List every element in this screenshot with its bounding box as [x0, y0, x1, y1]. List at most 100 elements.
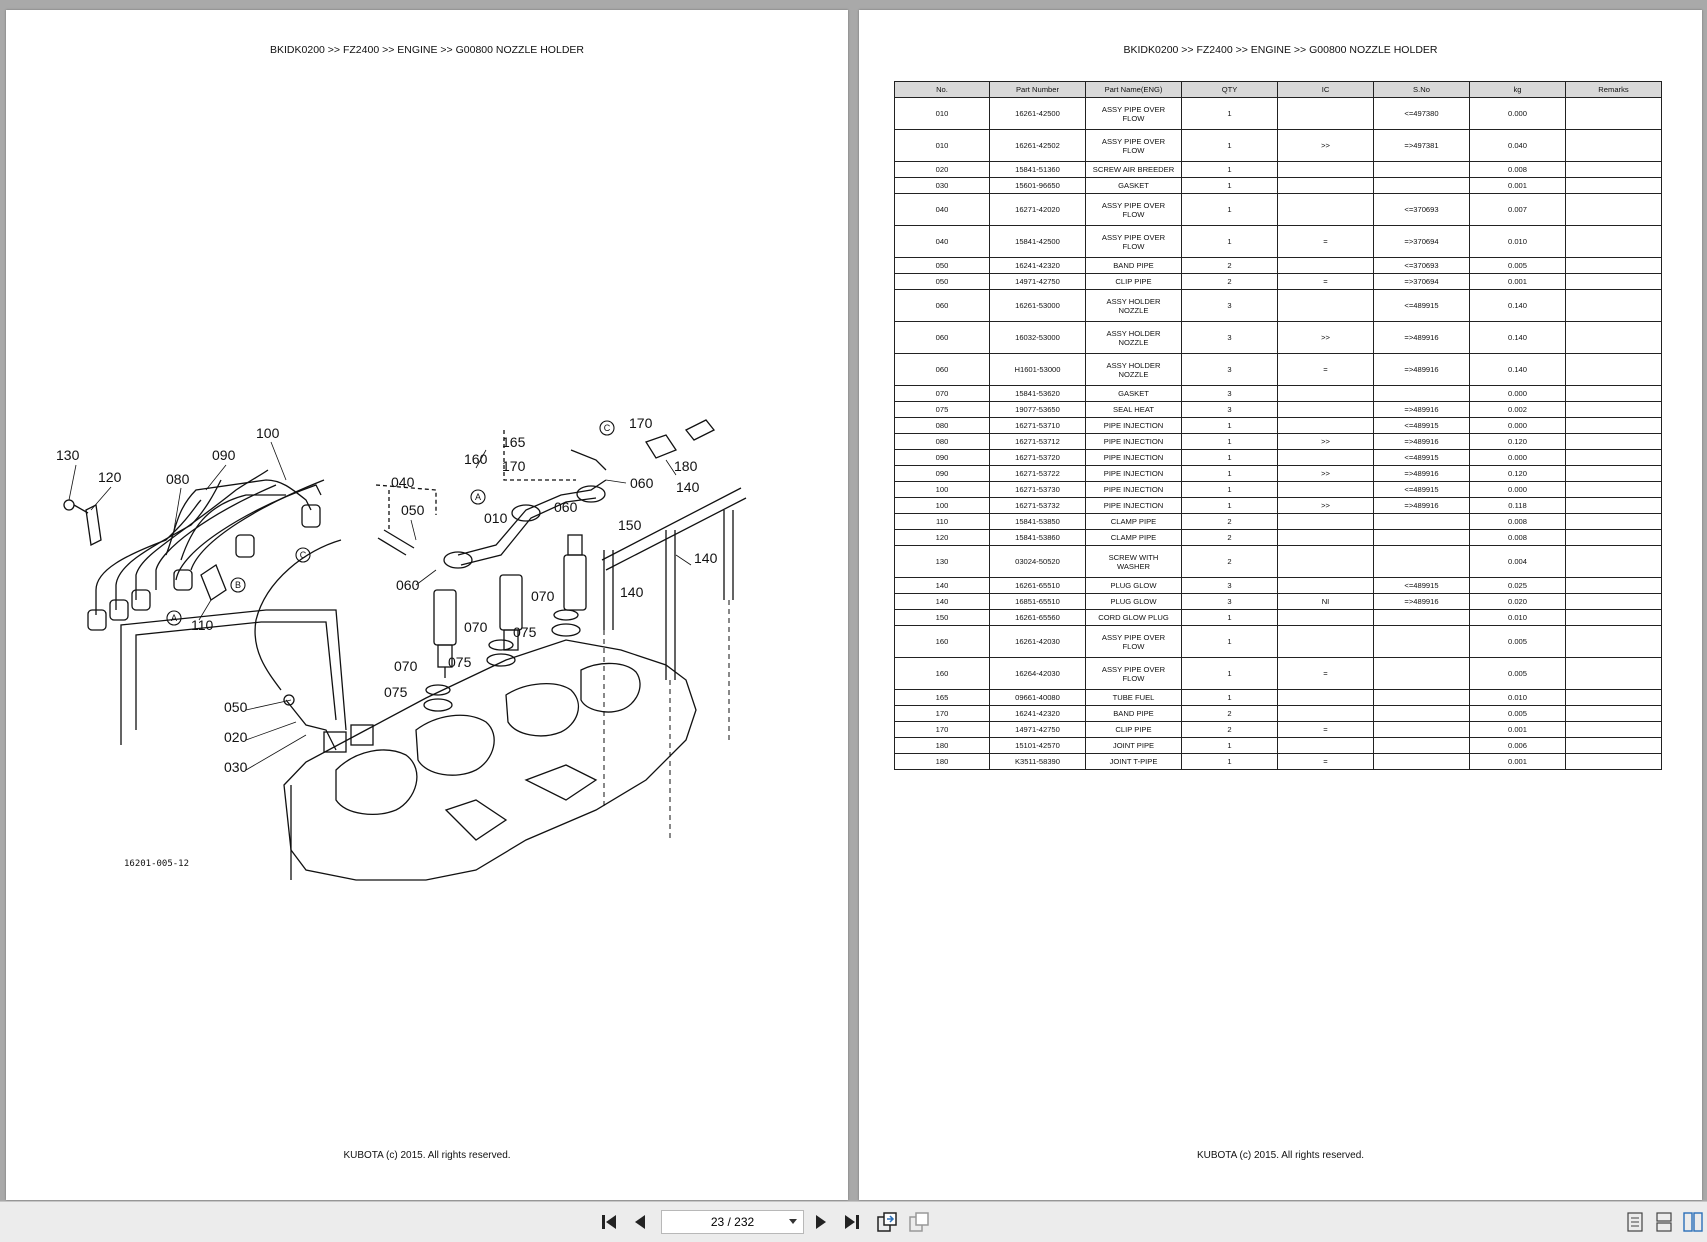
viewer-toolbar: 23 / 232: [0, 1201, 1707, 1242]
page-dropdown-caret-icon[interactable]: [789, 1219, 797, 1224]
cell-qty: 2: [1181, 705, 1278, 722]
callout-050-b: 050: [224, 699, 248, 715]
cell-ic: [1277, 513, 1374, 530]
part-name-line: WASHER: [1116, 561, 1151, 571]
cell-sno: <=489915: [1373, 577, 1470, 594]
cell-part-number: 16271-53712: [989, 433, 1086, 450]
cell-qty: 3: [1181, 289, 1278, 322]
part-name-line: ASSY HOLDER: [1106, 328, 1161, 338]
cell-part-number: 16261-42500: [989, 97, 1086, 130]
cell-part-number: 16261-65560: [989, 609, 1086, 626]
cell-ic: [1277, 577, 1374, 594]
part-name-line: ASSY PIPE OVER: [1101, 232, 1166, 242]
cell-qty: 1: [1181, 465, 1278, 482]
callout-150: 150: [618, 517, 642, 533]
cell-sno: =>497381: [1373, 129, 1470, 162]
cell-ic: >>: [1277, 321, 1374, 354]
cell-qty: 3: [1181, 385, 1278, 402]
cell-sno: <=370693: [1373, 257, 1470, 274]
cell-part-number: 16264-42030: [989, 657, 1086, 690]
cell-ic: [1277, 737, 1374, 754]
cell-kg: 0.005: [1469, 705, 1566, 722]
cell-kg: 0.140: [1469, 321, 1566, 354]
cell-sno: =>370694: [1373, 225, 1470, 258]
cell-qty: 2: [1181, 721, 1278, 738]
next-page-icon[interactable]: [810, 1211, 832, 1233]
cell-remarks: [1565, 401, 1662, 418]
part-name-line: NOZZLE: [1118, 305, 1149, 315]
part-name-line: ASSY PIPE OVER: [1101, 200, 1166, 210]
cell-ic: >>: [1277, 129, 1374, 162]
callout-110: 110: [191, 617, 214, 633]
cell-kg: 0.120: [1469, 465, 1566, 482]
cell-part-name: BAND PIPE: [1085, 705, 1182, 722]
column-header-kg: kg: [1469, 81, 1566, 98]
continuous-view-icon[interactable]: [1653, 1211, 1675, 1233]
cell-ic: [1277, 161, 1374, 178]
cell-part-name: JOINT T-PIPE: [1085, 753, 1182, 770]
callout-060-a: 060: [396, 577, 420, 593]
two-page-view-icon[interactable]: [1682, 1211, 1704, 1233]
column-header-no: No.: [894, 81, 990, 98]
nozzle-holder-exploded-diagram: A B C A C 130 120 080 090 100 040 050 01…: [56, 415, 747, 881]
breadcrumb: BKIDK0200 >> FZ2400 >> ENGINE >> G00800 …: [1123, 44, 1438, 56]
part-name-line: CORD GLOW PLUG: [1098, 613, 1169, 622]
page-number-input[interactable]: 23 / 232: [661, 1210, 804, 1234]
cell-remarks: [1565, 417, 1662, 434]
cell-ic: [1277, 529, 1374, 546]
cell-no: 160: [894, 625, 990, 658]
cell-ic: [1277, 705, 1374, 722]
part-name-line: ASSY PIPE OVER: [1101, 136, 1166, 146]
cell-kg: 0.008: [1469, 513, 1566, 530]
cell-sno: [1373, 689, 1470, 706]
first-page-icon[interactable]: [598, 1211, 620, 1233]
cell-qty: 1: [1181, 161, 1278, 178]
export-page-icon[interactable]: [876, 1211, 898, 1233]
prev-page-icon[interactable]: [629, 1211, 651, 1233]
cell-part-number: 15601-96650: [989, 177, 1086, 194]
import-page-icon[interactable]: [908, 1211, 930, 1233]
cell-sno: [1373, 513, 1470, 530]
cell-remarks: [1565, 737, 1662, 754]
cell-ic: [1277, 289, 1374, 322]
cell-kg: 0.118: [1469, 497, 1566, 514]
callout-130: 130: [56, 447, 80, 463]
cell-qty: 1: [1181, 689, 1278, 706]
cell-qty: 1: [1181, 177, 1278, 194]
cell-sno: <=489915: [1373, 449, 1470, 466]
cell-kg: 0.007: [1469, 193, 1566, 226]
cell-kg: 0.001: [1469, 753, 1566, 770]
cell-part-number: 16271-53720: [989, 449, 1086, 466]
cell-part-name: TUBE FUEL: [1085, 689, 1182, 706]
cell-remarks: [1565, 545, 1662, 578]
last-page-icon[interactable]: [841, 1211, 863, 1233]
callout-140-b: 140: [694, 550, 718, 566]
callout-180: 180: [674, 458, 698, 474]
cell-no: 110: [894, 513, 990, 530]
cell-no: 030: [894, 177, 990, 194]
cell-part-number: 16271-53722: [989, 465, 1086, 482]
cell-ic: [1277, 177, 1374, 194]
part-name-line: SEAL HEAT: [1113, 405, 1154, 414]
breadcrumb: BKIDK0200 >> FZ2400 >> ENGINE >> G00800 …: [270, 44, 584, 56]
cell-part-number: 16261-42030: [989, 625, 1086, 658]
cell-remarks: [1565, 449, 1662, 466]
cell-sno: [1373, 609, 1470, 626]
cell-kg: 0.020: [1469, 593, 1566, 610]
cell-no: 010: [894, 97, 990, 130]
cell-no: 040: [894, 193, 990, 226]
single-page-view-icon[interactable]: [1624, 1211, 1646, 1233]
cell-no: 080: [894, 433, 990, 450]
cell-remarks: [1565, 513, 1662, 530]
part-name-line: PLUG GLOW: [1110, 597, 1157, 606]
cell-sno: [1373, 177, 1470, 194]
cell-ic: [1277, 545, 1374, 578]
part-name-line: CLIP PIPE: [1115, 725, 1152, 734]
cell-part-number: H1601-53000: [989, 353, 1086, 386]
